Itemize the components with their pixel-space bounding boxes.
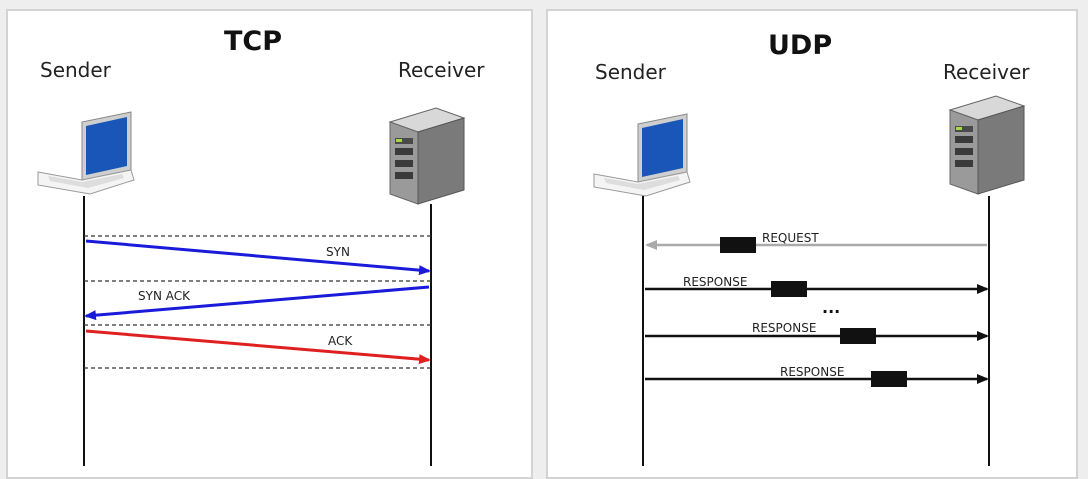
- ack-label: ACK: [328, 334, 353, 348]
- laptop-icon: [37, 111, 135, 195]
- response-label-1: RESPONSE: [683, 275, 747, 289]
- response-packet-2: [840, 328, 876, 344]
- sequence-diagrams: SYN SYN ACK ACK REQUEST RESPONSE RESPONS…: [37, 95, 1026, 466]
- tcp-receiver-label: Receiver: [398, 58, 485, 82]
- server-icon: [948, 95, 1026, 195]
- ack-arrow: [85, 329, 431, 365]
- syn-label: SYN: [326, 245, 350, 259]
- request-label: REQUEST: [762, 231, 819, 245]
- server-icon: [388, 107, 466, 205]
- syn-ack-arrow: [84, 285, 430, 321]
- response-label-2: RESPONSE: [752, 321, 816, 335]
- laptop-icon: [593, 113, 691, 197]
- ellipsis-label: ...: [822, 298, 840, 317]
- response-packet-3: [871, 371, 907, 387]
- request-packet: [720, 237, 756, 253]
- response-packet-1: [771, 281, 807, 297]
- tcp-title: TCP: [224, 26, 283, 57]
- syn-ack-label: SYN ACK: [138, 289, 191, 303]
- tcp-panel: [6, 9, 533, 479]
- tcp-sender-label: Sender: [40, 58, 111, 82]
- response-label-3: RESPONSE: [780, 365, 844, 379]
- tcp-dashed-separators: [84, 235, 431, 369]
- udp-title: UDP: [768, 30, 833, 61]
- syn-arrow: [85, 239, 431, 276]
- udp-receiver-label: Receiver: [943, 60, 1030, 84]
- udp-sender-label: Sender: [595, 60, 666, 84]
